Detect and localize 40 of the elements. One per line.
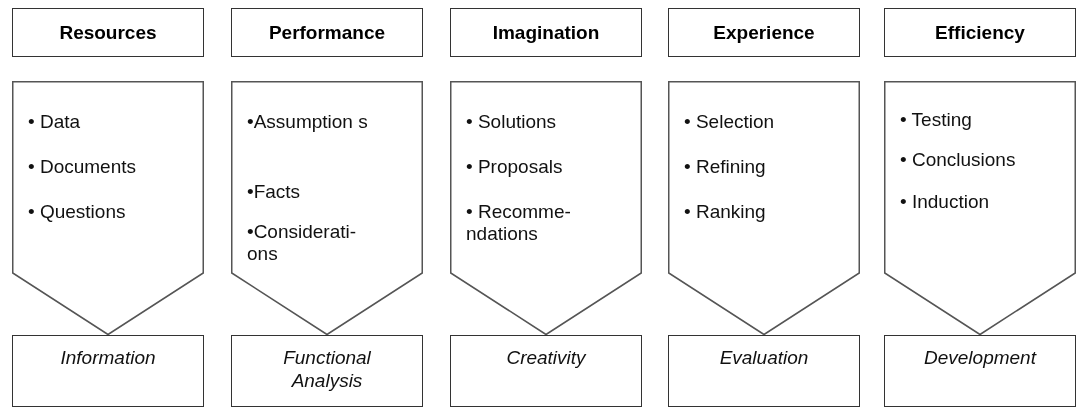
stage-box	[12, 335, 204, 407]
pentagon-box	[884, 81, 1076, 335]
list-item: • Data	[28, 111, 81, 133]
list-item: • Testing	[900, 109, 972, 131]
pentagon-box	[231, 81, 423, 335]
list-item: • Selection	[684, 111, 775, 133]
list-item: • Questions	[28, 201, 126, 223]
list-item: •Facts	[247, 181, 302, 203]
stage-box	[668, 335, 860, 407]
header-box	[884, 8, 1076, 57]
list-item: • Conclusions	[900, 149, 1016, 171]
list-item: • Solutions	[466, 111, 558, 133]
list-item: •Considerati- ons	[247, 221, 358, 265]
column-heading: Imagination	[492, 21, 600, 44]
list-item: • Documents	[28, 156, 137, 178]
stage-label: Creativity	[505, 346, 588, 369]
stage-box	[231, 335, 423, 407]
column-heading: Experience	[713, 21, 815, 44]
list-item: • Recomme- ndations	[466, 201, 572, 245]
list-item: • Ranking	[684, 201, 766, 223]
stage-label: Functional Analysis	[282, 346, 372, 392]
list-item: • Refining	[684, 156, 766, 178]
list-item: • Proposals	[466, 156, 564, 178]
pentagon-box	[450, 81, 642, 335]
pentagon-box	[668, 81, 860, 335]
list-item: • Induction	[900, 191, 990, 213]
stage-label: Information	[59, 346, 157, 369]
column-heading: Performance	[268, 21, 386, 44]
header-box	[668, 8, 860, 57]
stage-label: Evaluation	[718, 346, 810, 369]
column-heading: Resources	[59, 21, 157, 44]
pentagon-box	[12, 81, 204, 335]
stage-box	[884, 335, 1076, 407]
stage-box	[450, 335, 642, 407]
stage-label: Development	[923, 346, 1038, 369]
header-box	[231, 8, 423, 57]
header-box	[450, 8, 642, 57]
header-box	[12, 8, 204, 57]
column-heading: Efficiency	[935, 21, 1025, 44]
list-item: •Assumption s	[247, 111, 369, 133]
